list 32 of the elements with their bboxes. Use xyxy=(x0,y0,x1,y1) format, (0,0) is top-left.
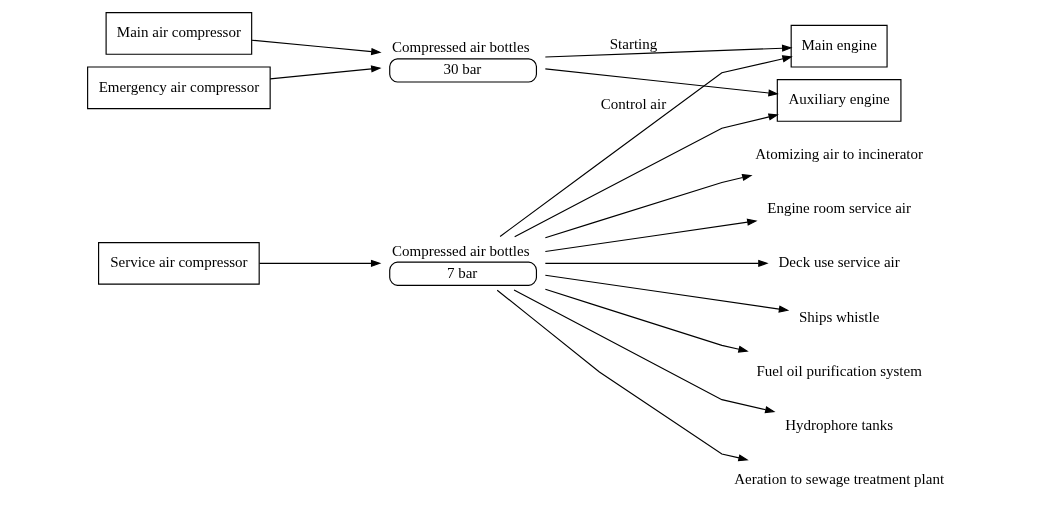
node-text: Fuel oil purification system xyxy=(755,362,922,379)
node-text: Engine room service air xyxy=(766,199,911,216)
arrow xyxy=(544,174,753,239)
edge-label: Control air xyxy=(600,96,666,113)
arrow xyxy=(544,259,769,267)
node-box: Emergency air compressor xyxy=(86,66,271,110)
node-box: Service air compressor xyxy=(97,242,260,285)
node-box: 7 bar xyxy=(388,261,537,286)
node-box: Auxiliary engine xyxy=(776,79,901,122)
node-box: Main air compressor xyxy=(105,12,252,55)
arrow xyxy=(544,274,789,313)
node-label: Compressed air bottles xyxy=(391,242,530,259)
arrow xyxy=(544,218,758,253)
node-box: Main engine xyxy=(790,24,888,68)
node-text: Deck use service air xyxy=(778,254,900,271)
node-text: Ships whistle xyxy=(798,308,879,325)
arrow xyxy=(513,113,779,238)
arrow xyxy=(258,259,381,267)
arrow xyxy=(544,68,779,97)
node-box: 30 bar xyxy=(388,58,537,83)
arrow xyxy=(512,289,775,414)
arrow xyxy=(544,288,749,353)
arrow xyxy=(544,44,792,58)
arrow xyxy=(250,39,382,56)
node-text: Hydrophore tanks xyxy=(784,417,893,434)
node-label: Compressed air bottles xyxy=(391,39,530,56)
arrow xyxy=(499,55,793,238)
node-text: Aeration to sewage treatment plant xyxy=(733,471,944,488)
node-text: Atomizing air to incinerator xyxy=(754,145,923,162)
arrow xyxy=(496,289,749,462)
edge-label: Starting xyxy=(609,35,657,52)
arrow xyxy=(269,65,382,80)
